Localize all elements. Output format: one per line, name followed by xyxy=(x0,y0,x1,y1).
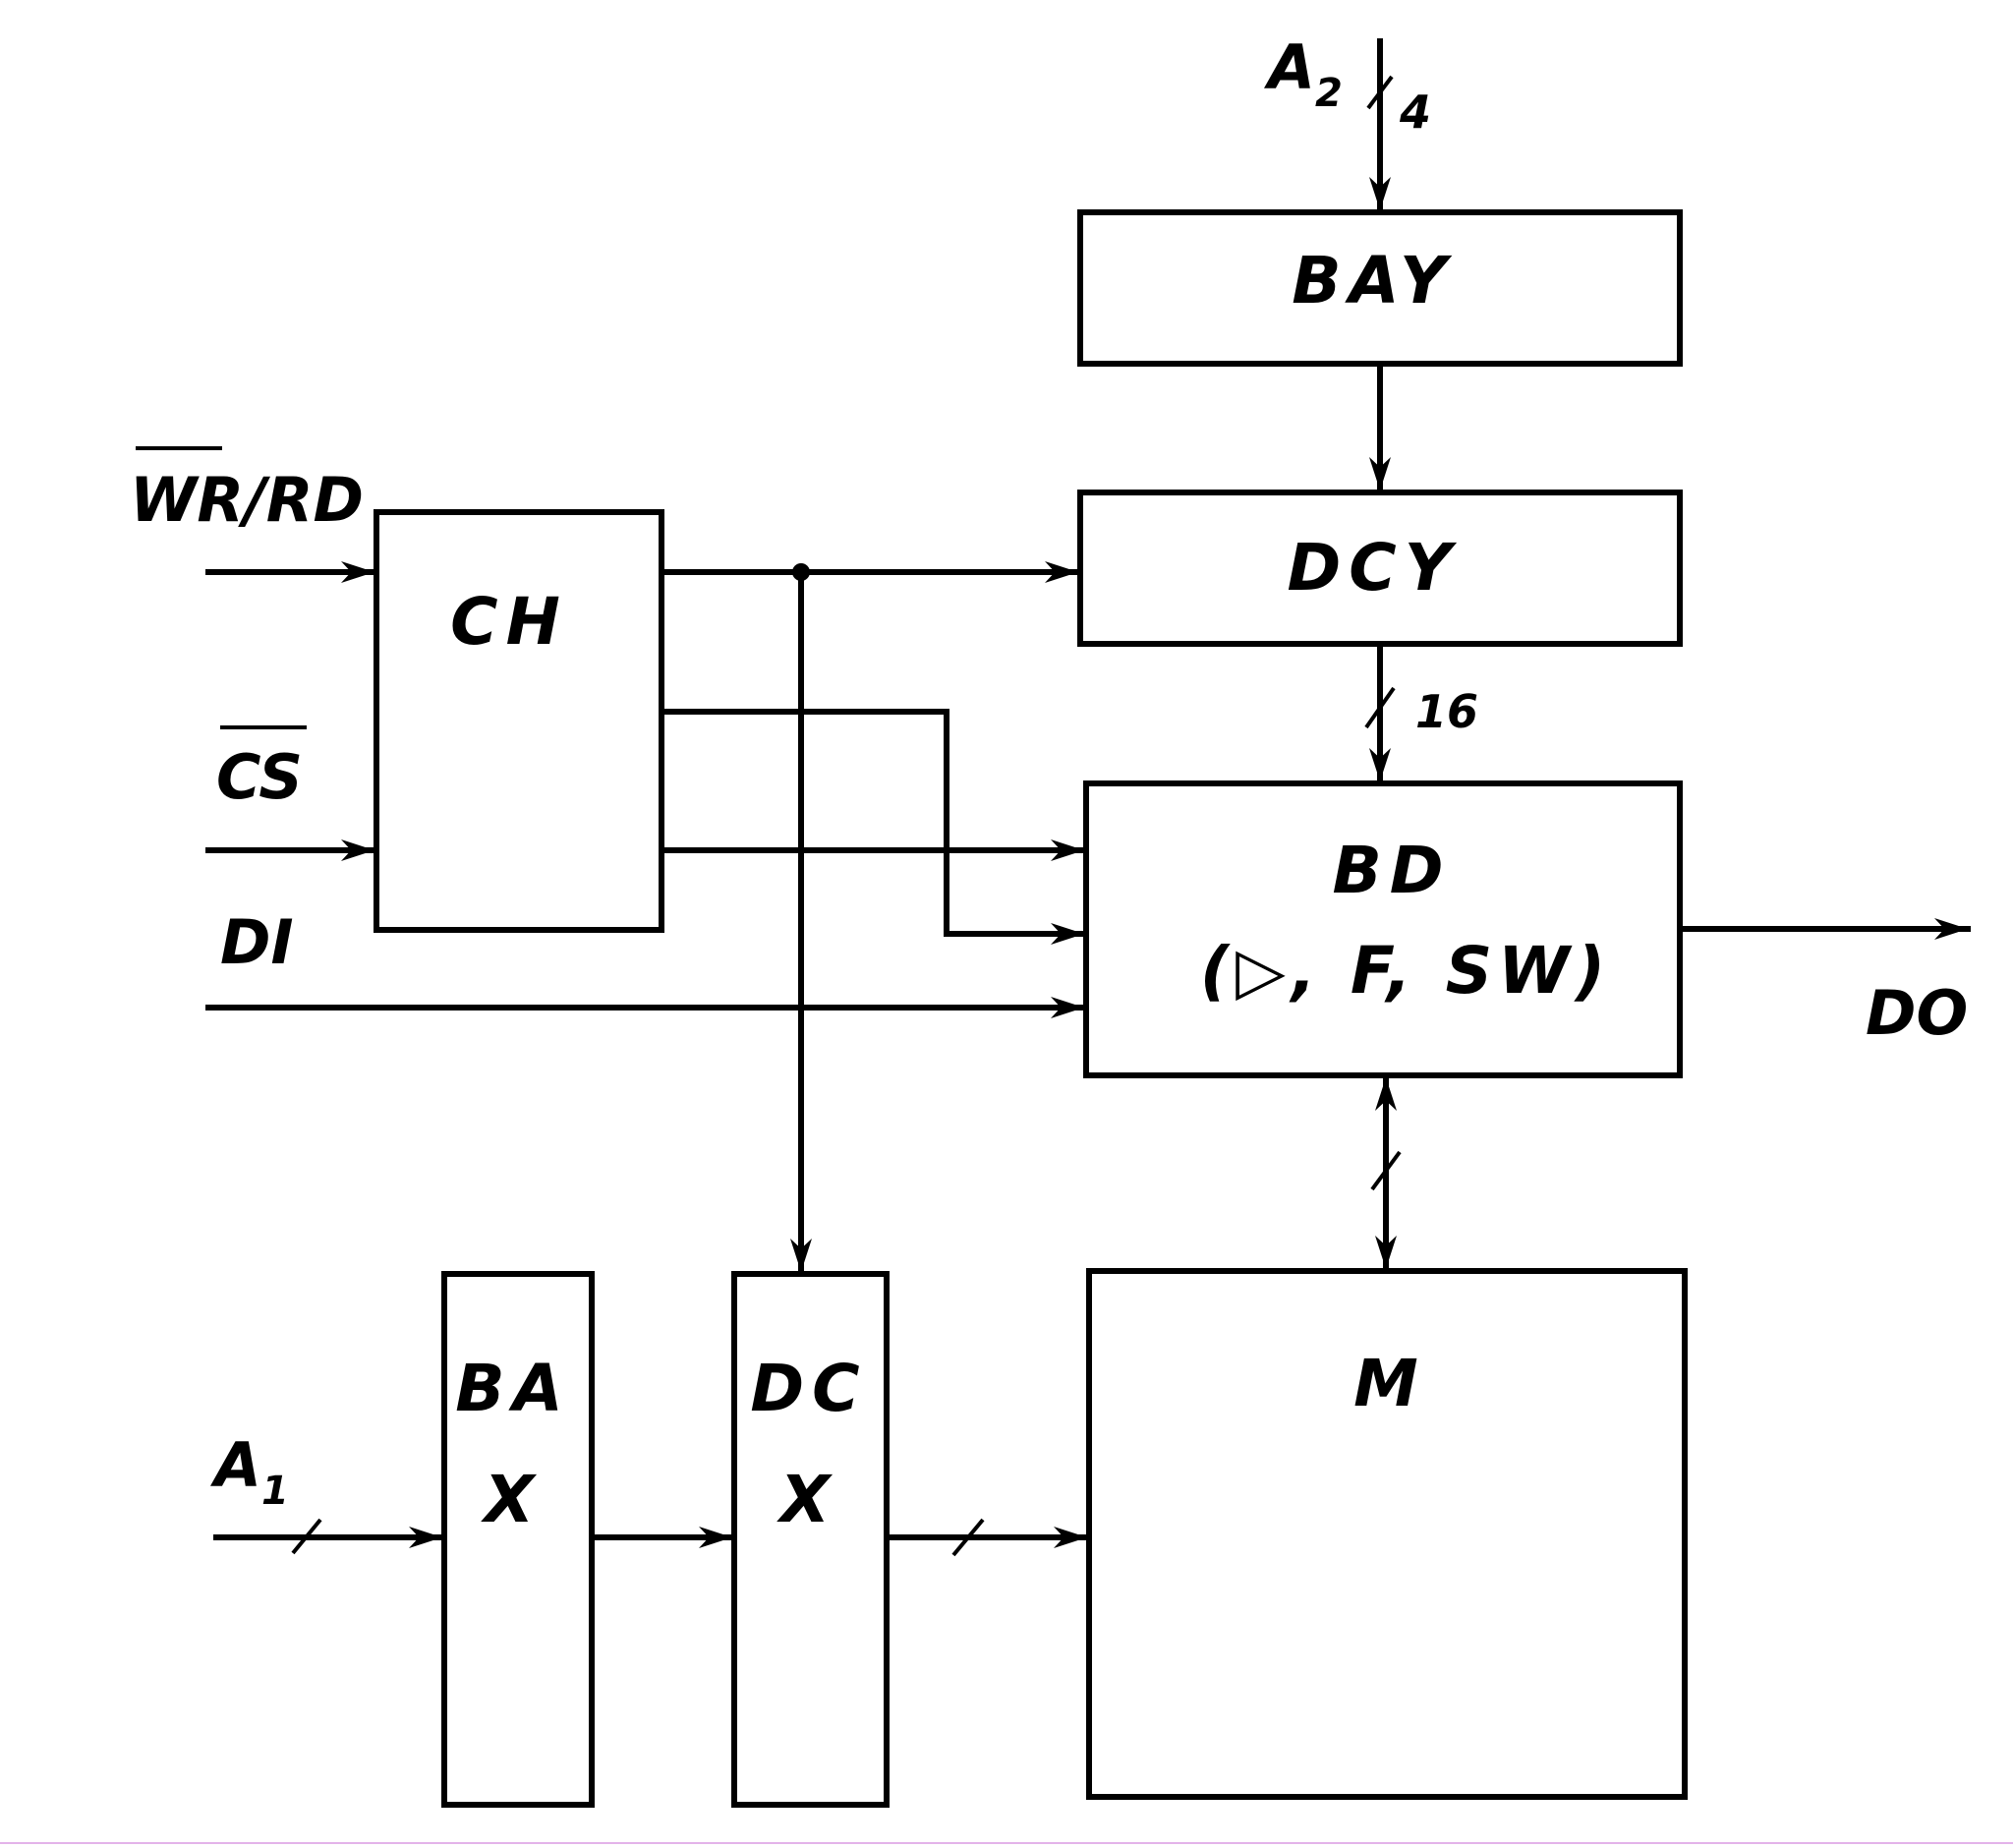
dcy-bd-bus-tick xyxy=(1364,686,1396,729)
m-label: M xyxy=(1353,1346,1426,1421)
wr-rd-signal-label: WR/RD xyxy=(130,446,364,536)
dcy-bd-bus-width-label: 16 xyxy=(1415,685,1478,738)
dcx-label-bottom: X xyxy=(776,1462,838,1537)
dcx-label-top: DC xyxy=(750,1351,867,1426)
bay-block xyxy=(1077,209,1683,367)
a2-width-label: 4 xyxy=(1399,86,1431,139)
ch-label: CH xyxy=(450,584,568,660)
wr-label: WR xyxy=(130,464,244,536)
a2-bus-tick xyxy=(1366,75,1394,110)
bax-label-bottom: X xyxy=(481,1462,543,1537)
ch-block xyxy=(374,509,664,933)
bd-label: BD xyxy=(1332,833,1451,908)
do-signal-label: DO xyxy=(1866,977,1968,1049)
dcy-block xyxy=(1077,490,1683,647)
svg-text:WR/RD: WR/RD xyxy=(130,464,364,536)
dcx-block xyxy=(731,1271,890,1808)
di-signal-label: DI xyxy=(220,906,294,978)
a1-bus-tick xyxy=(291,1518,322,1555)
a2-signal-label: A2 xyxy=(1263,31,1343,116)
cs-signal-label: CS xyxy=(216,725,307,813)
rd-label: /RD xyxy=(238,464,364,536)
bd-m-bus-tick xyxy=(1370,1150,1402,1191)
bay-label: BAY xyxy=(1292,243,1455,318)
bd-block xyxy=(1083,780,1683,1078)
page-bottom-rule xyxy=(0,1842,2013,1844)
ch-to-bd-routed-wire xyxy=(661,709,1087,945)
svg-text:CS: CS xyxy=(216,741,303,813)
bd-function-label: (▷, F, SW) xyxy=(1200,933,1611,1009)
dcx-m-bus-tick xyxy=(951,1518,985,1557)
dcy-label: DCY xyxy=(1287,530,1459,606)
a1-signal-label: A1 xyxy=(209,1429,289,1514)
bax-label-top: BA xyxy=(455,1351,570,1426)
